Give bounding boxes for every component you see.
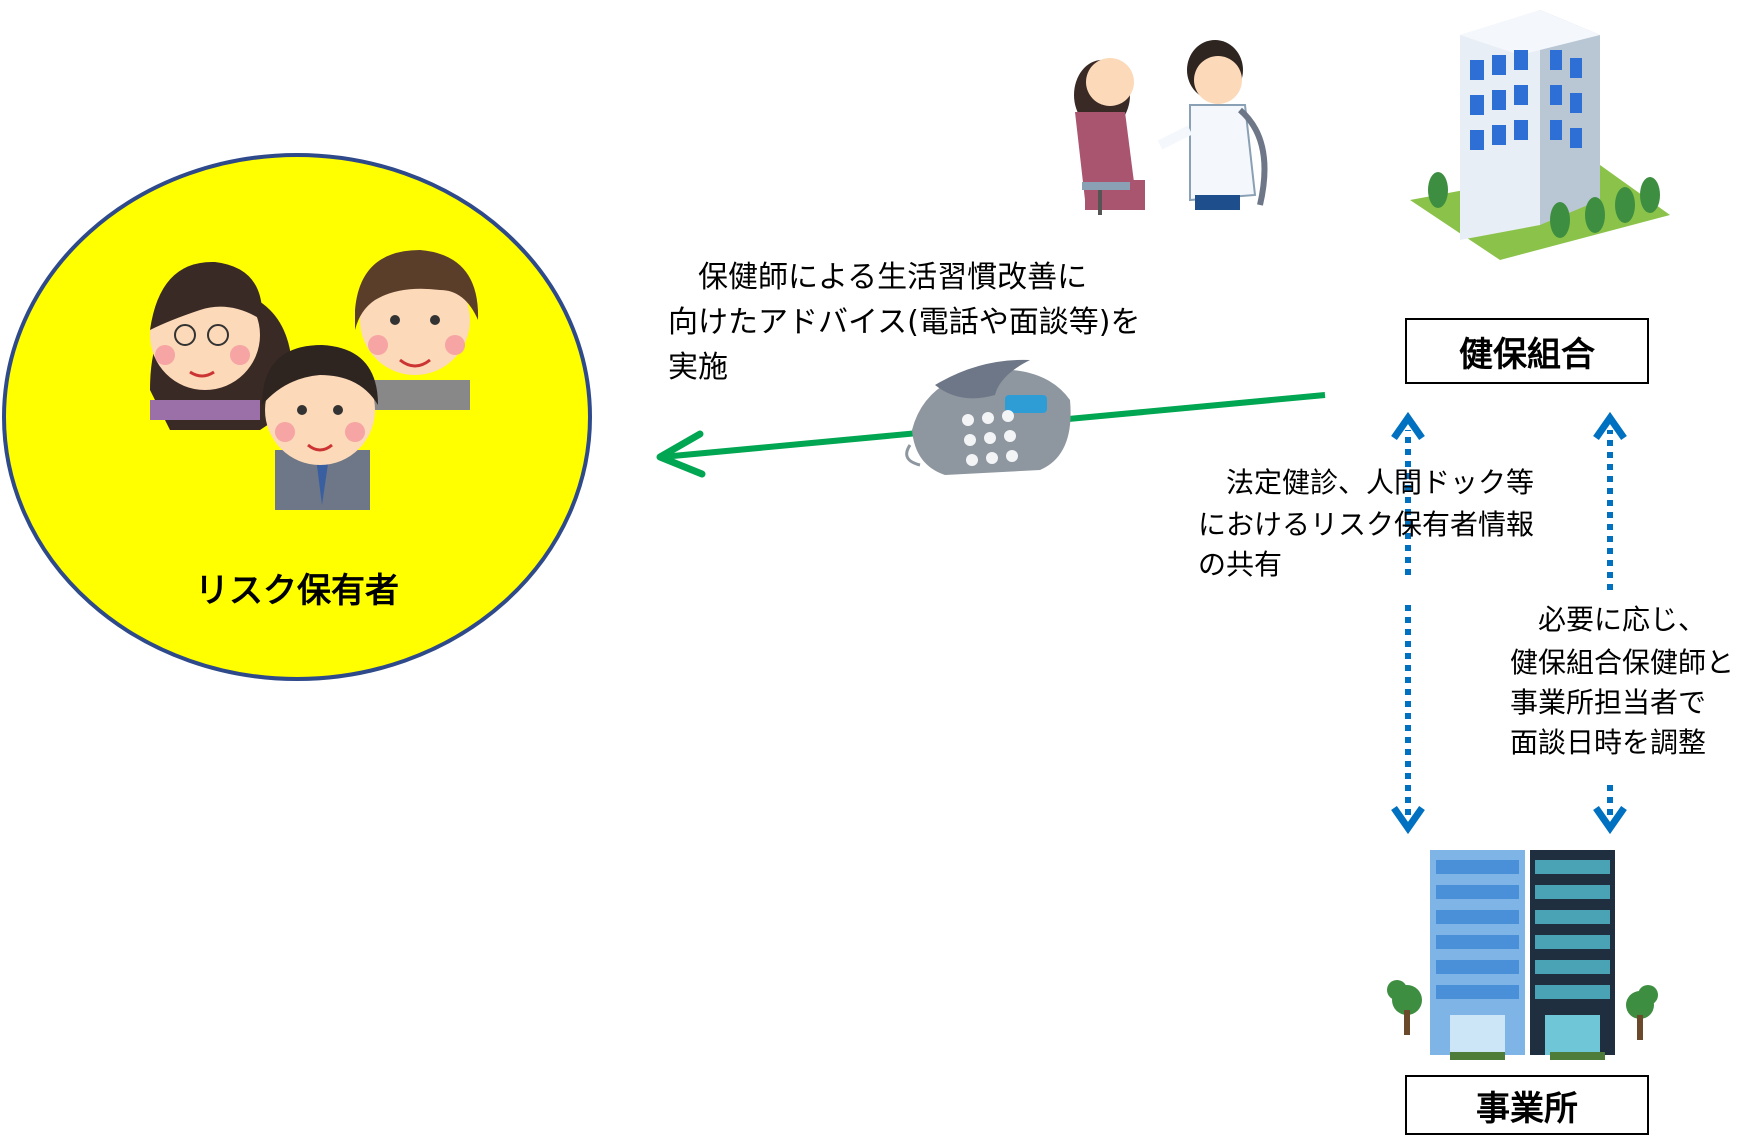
office-label-box: 事業所 [1405, 1075, 1649, 1135]
share-text-line3: の共有 [1198, 548, 1283, 581]
people-icon [150, 250, 479, 510]
building-icon [1410, 10, 1670, 260]
schedule-arrow-up [1593, 411, 1627, 590]
risk-holders-label: リスク保有者 [195, 571, 399, 611]
schedule-text-line2: 健保組合保健師と [1510, 646, 1735, 679]
schedule-text-line1: 必要に応じ、 [1510, 603, 1707, 636]
schedule-text-line3: 事業所担当者で [1510, 686, 1707, 719]
schedule-text-line4: 面談日時を調整 [1510, 726, 1707, 759]
share-arrow-down [1391, 605, 1425, 835]
advice-text-line1: 保健師による生活習慣改善に [668, 260, 1088, 295]
advice-text-line2: 向けたアドバイス(電話や面談等)を [668, 305, 1141, 340]
counseling-icon [1074, 40, 1268, 215]
schedule-arrow-down [1593, 785, 1627, 835]
kenpo-label-box: 健保組合 [1405, 318, 1649, 384]
share-text-line2: におけるリスク保有者情報 [1198, 508, 1535, 541]
share-text-line1: 法定健診、人間ドック等 [1198, 466, 1535, 499]
office-buildings-icon [1387, 850, 1658, 1060]
advice-text-line3: 実施 [668, 350, 728, 385]
telephone-icon [905, 359, 1071, 475]
share-arrow-up [1391, 411, 1425, 575]
advice-arrowhead [656, 430, 706, 478]
